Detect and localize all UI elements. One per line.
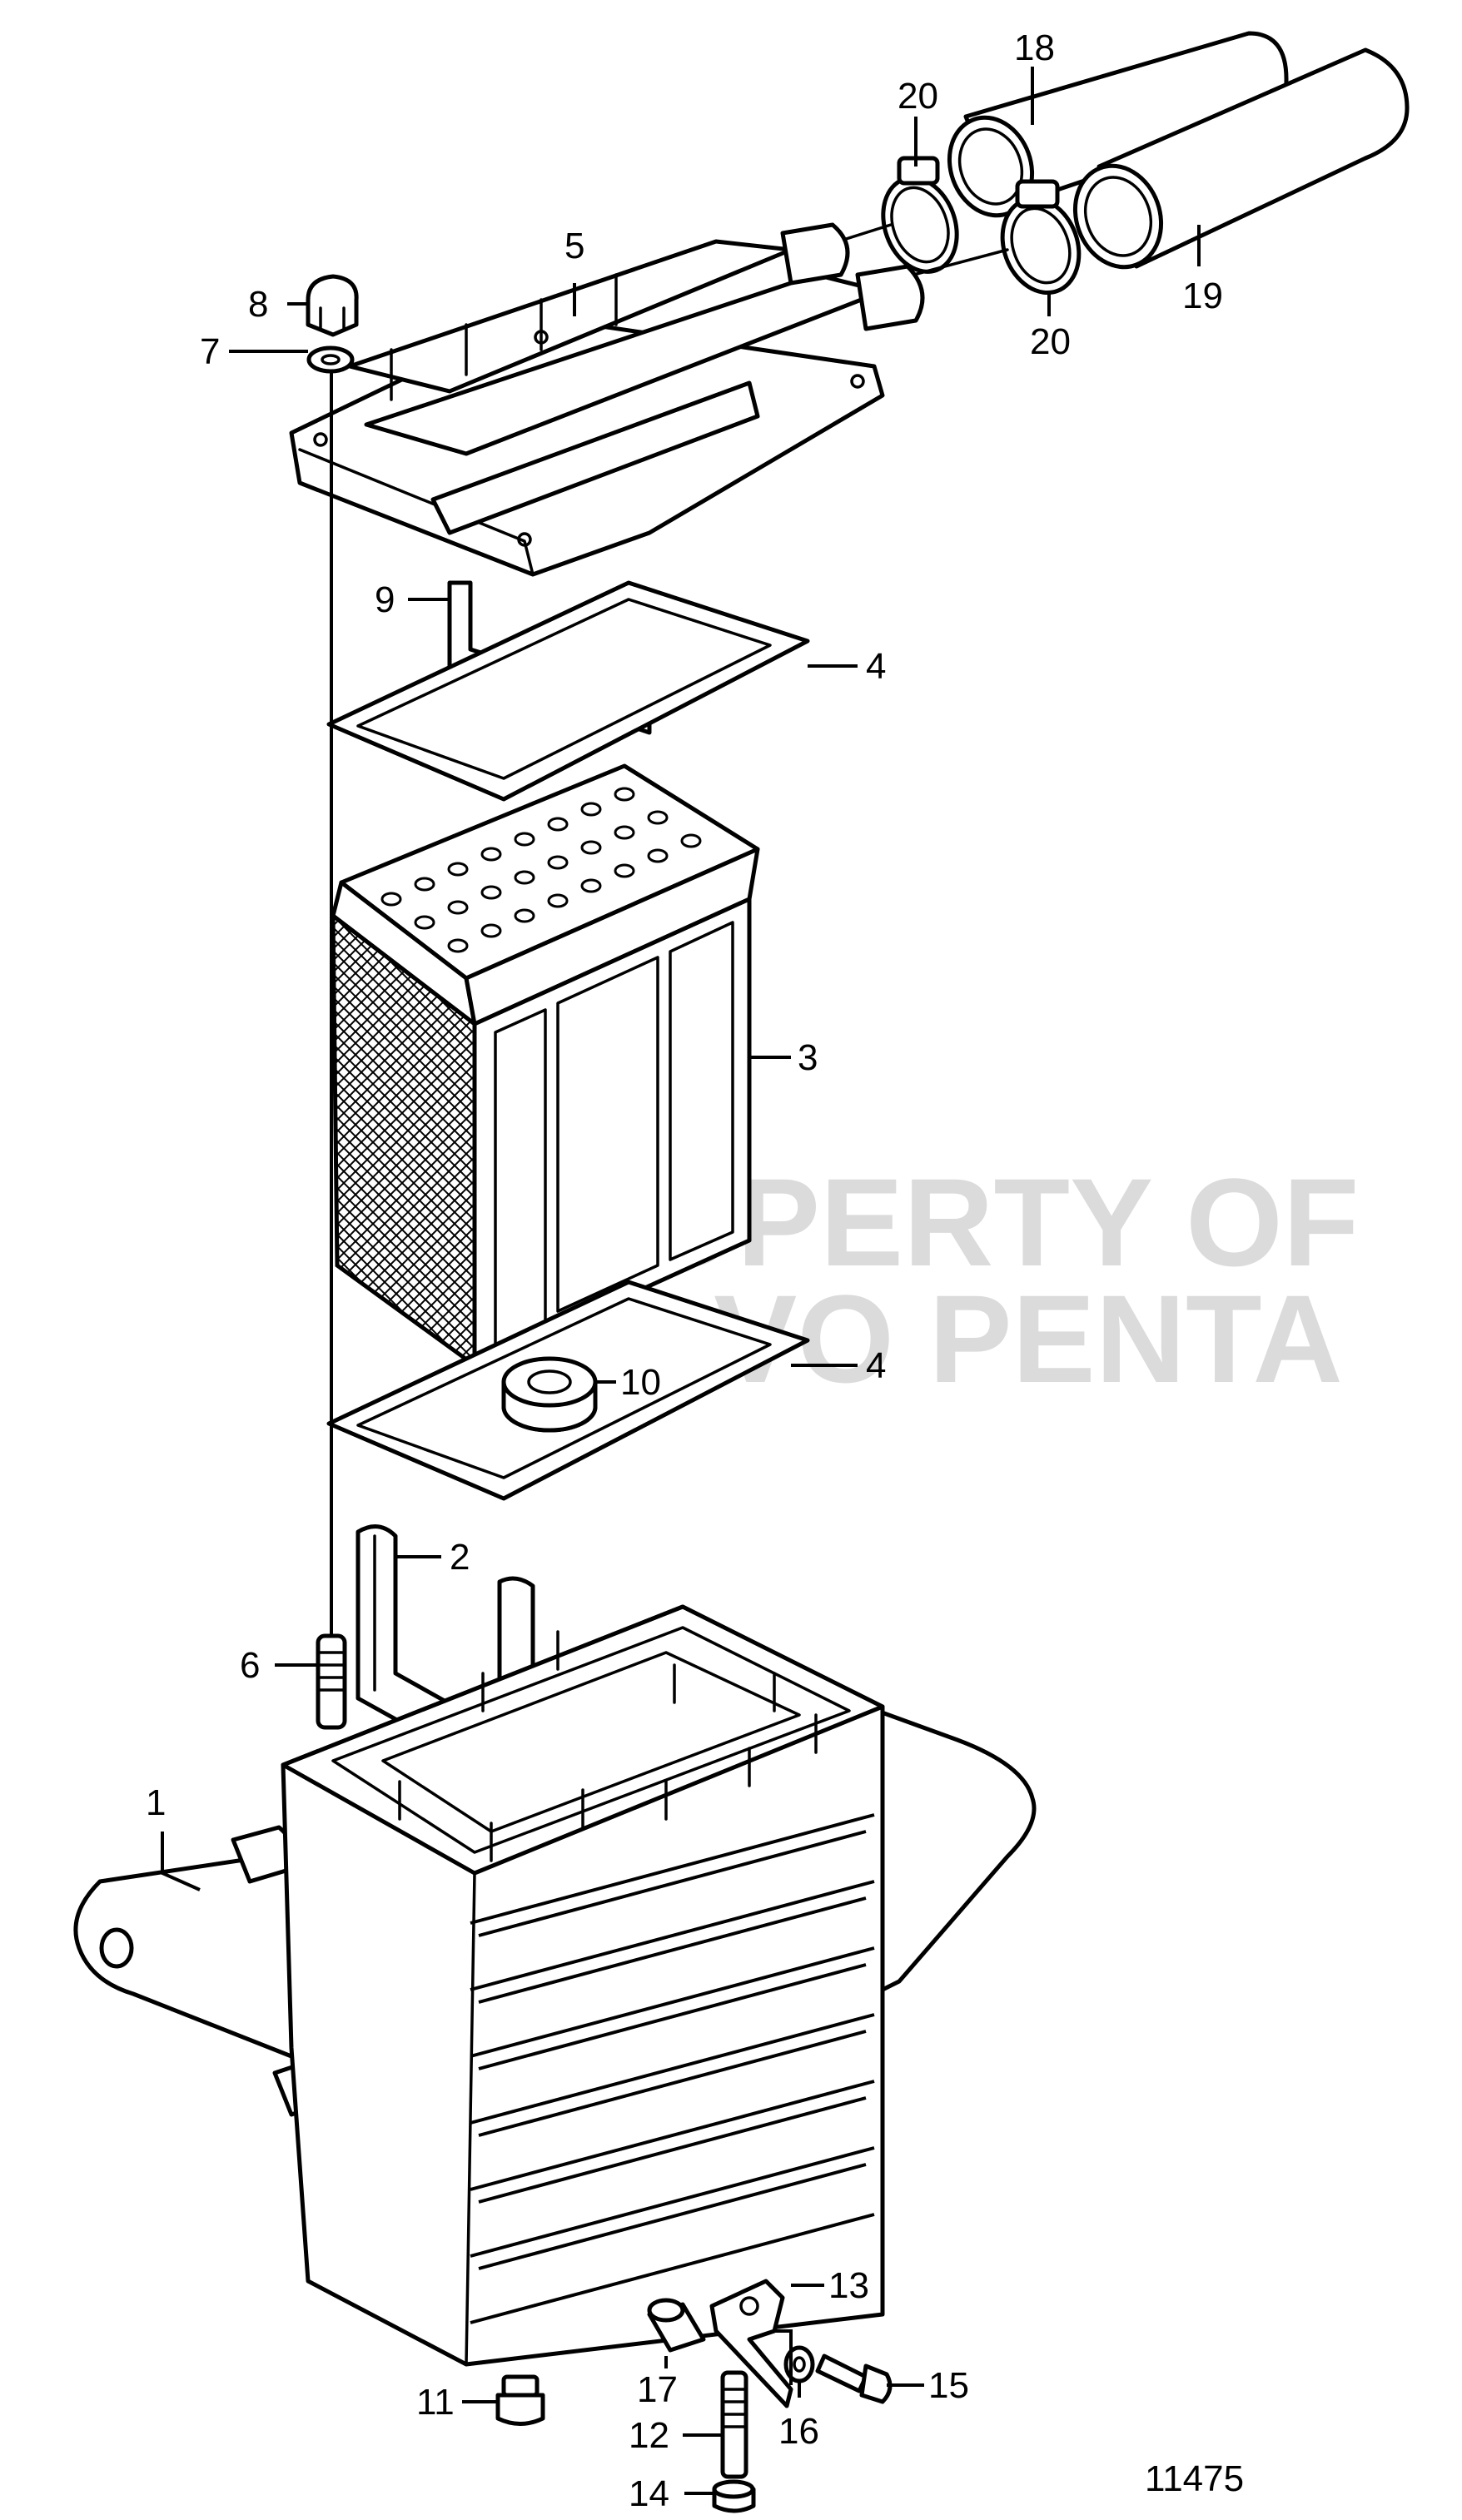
callout-19: 19 (1182, 276, 1223, 316)
callout-9: 9 (375, 579, 395, 620)
drain-plug-11 (495, 2374, 545, 2426)
callout-18: 18 (1014, 27, 1055, 68)
intake-housing-1 (73, 1604, 1037, 2367)
bracket-13 (709, 2279, 793, 2408)
spacer-17 (647, 2298, 706, 2353)
callout-4-lower: 4 (866, 1345, 886, 1386)
callout-2: 2 (450, 1537, 470, 1578)
callout-leaders (161, 67, 1201, 2495)
callout-8: 8 (248, 284, 268, 325)
callout-13: 13 (828, 2265, 869, 2306)
washer-7 (306, 345, 355, 374)
cover-5 (289, 222, 925, 577)
filter-element-3 (331, 763, 760, 1369)
bolt-15 (815, 2353, 893, 2404)
stud-6 (316, 1633, 347, 1730)
callout-12: 12 (629, 2415, 669, 2456)
callout-10: 10 (620, 1362, 661, 1403)
stud-12 (720, 2370, 748, 2479)
nut-14 (712, 2479, 756, 2513)
cap-nut-8 (306, 274, 359, 337)
callout-20-b: 20 (1030, 321, 1071, 362)
callout-17: 17 (637, 2369, 678, 2410)
callout-5: 5 (564, 226, 584, 266)
drawing-number: 11475 (1145, 2458, 1244, 2499)
hose-clamp-20b (1000, 179, 1082, 296)
callout-1: 1 (146, 1782, 166, 1823)
callout-7: 7 (200, 331, 220, 372)
callout-3: 3 (798, 1037, 818, 1078)
callout-14: 14 (629, 2473, 669, 2514)
gasket-4-upper (326, 580, 810, 802)
callout-labels: 1 2 3 4 4 5 6 7 8 9 10 11 12 13 14 15 16… (146, 27, 1244, 2514)
callout-11: 11 (416, 2382, 455, 2423)
hose-18 (947, 31, 1289, 218)
hose-19 (1072, 47, 1410, 270)
callout-4-upper: 4 (866, 646, 886, 687)
callout-15: 15 (928, 2365, 969, 2406)
callout-20-a: 20 (898, 76, 938, 117)
callout-6: 6 (240, 1645, 260, 1686)
grommet-10 (501, 1356, 598, 1433)
callout-16: 16 (778, 2411, 819, 2452)
